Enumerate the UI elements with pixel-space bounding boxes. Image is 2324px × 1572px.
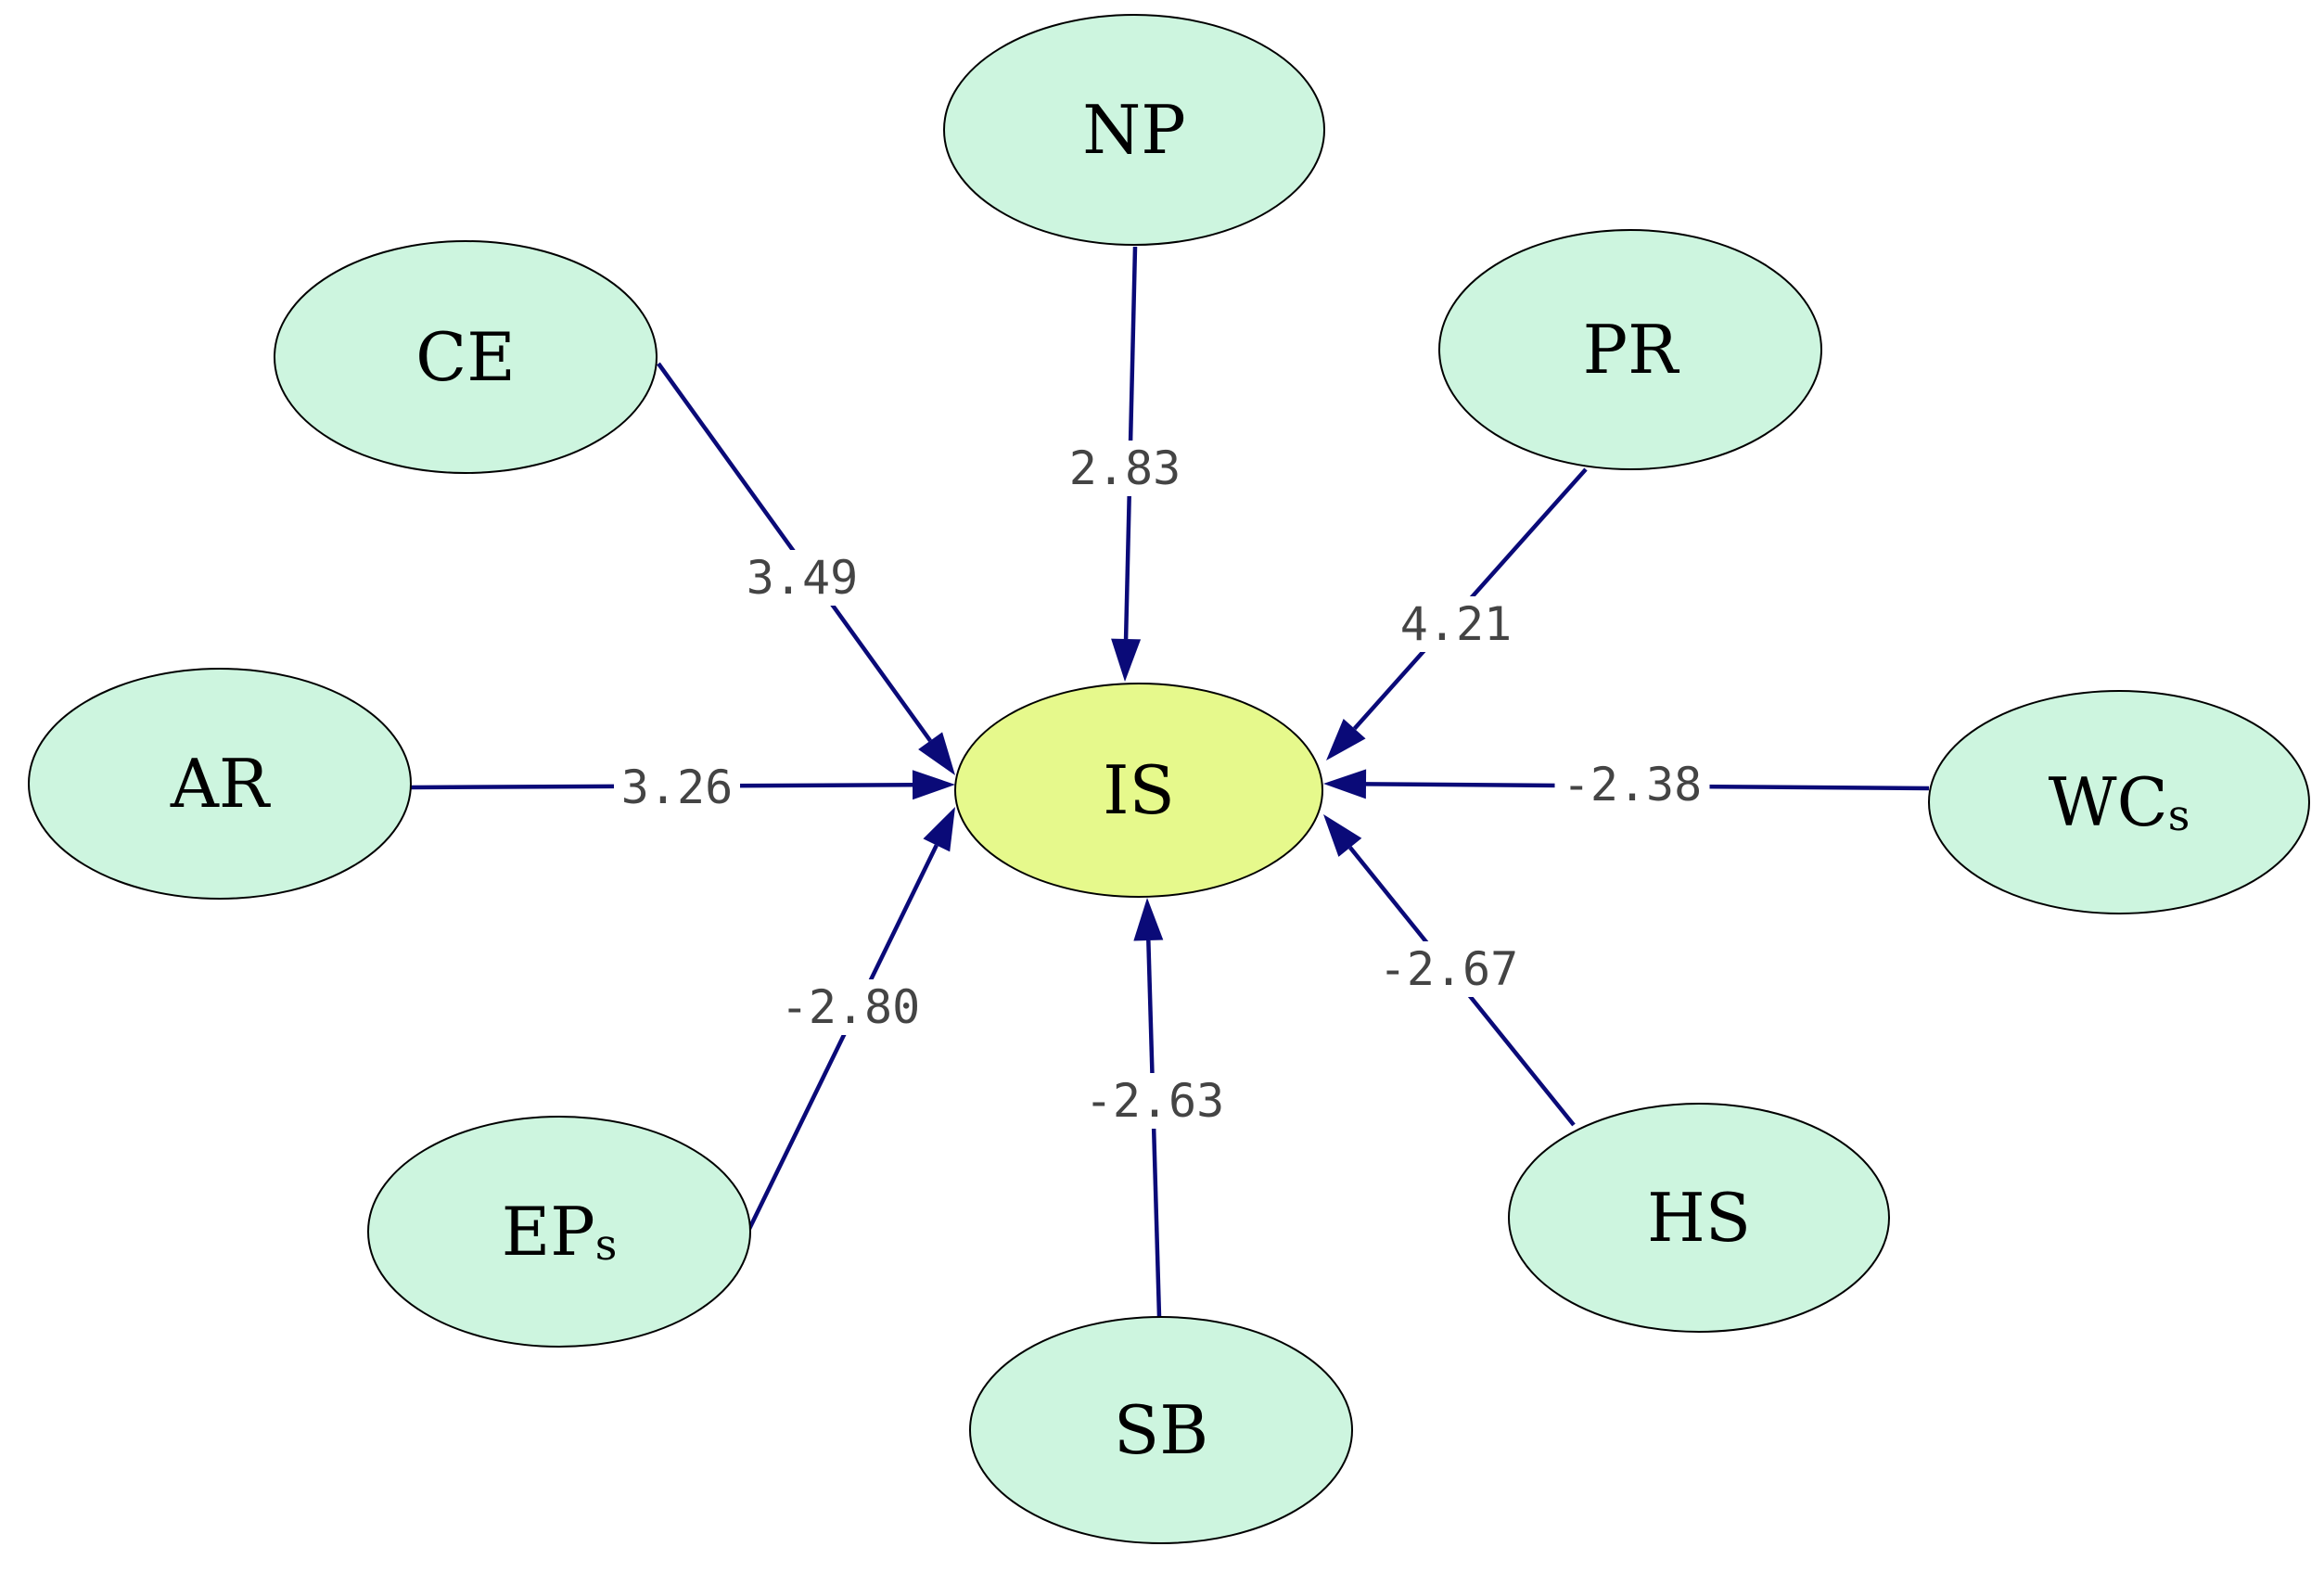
edge-weight-label: -2.80 [781,980,921,1034]
node-label: EPs [502,1193,618,1271]
node-label: HS [1647,1179,1751,1257]
arrowhead [1323,814,1362,857]
edge-weight-label: -2.38 [1563,758,1703,812]
edge-weight-label: 4.21 [1400,597,1512,651]
edge-wcs-to-is: -2.38 [1323,757,1930,812]
node-ellipse [367,1116,751,1348]
edge-pr-to-is: 4.21 [1326,467,1588,760]
node-label-main: HS [1647,1179,1751,1257]
node-ellipse [943,14,1325,246]
edge-hs-to-is: -2.67 [1323,814,1576,1127]
node-label-main: AR [170,745,271,823]
node-label-subscript: s [595,1220,618,1270]
edge-label-background [1393,596,1519,652]
arrowhead [1323,769,1367,799]
node-label-main: IS [1103,751,1175,829]
edges-layer: 2.83 3.49 4.21 3.26 -2.38 -2.80 -2.63 -2.67 [410,246,1930,1318]
node-label-main: CE [415,318,516,396]
node-ellipse [1928,690,2310,914]
node-label-subscript: s [2168,790,2190,840]
edge-label-background [1554,757,1710,812]
edge-weight-label: -2.63 [1085,1074,1225,1128]
node-eps: EPs [367,1116,751,1348]
node-ellipse [274,240,658,474]
node-wcs: WCs [1928,690,2310,914]
node-label: PR [1583,311,1679,389]
node-ellipse [969,1316,1353,1544]
node-pr: PR [1438,229,1822,470]
node-ar: AR [28,668,412,900]
arrowhead [1133,898,1164,941]
node-label: WCs [2049,763,2190,841]
edge-label-background [1077,1073,1232,1129]
edge-sb-to-is: -2.63 [1077,898,1232,1318]
node-label: AR [170,745,271,823]
edge-label-background [1062,441,1188,496]
node-ellipse [28,668,412,900]
edge-weight-label: -2.67 [1379,942,1519,996]
arrowhead [918,732,955,775]
edge-label-background [773,979,928,1035]
node-label-main: PR [1583,311,1679,389]
edge-eps-to-is: -2.80 [747,807,955,1230]
arrowhead [923,807,955,852]
edge-np-to-is: 2.83 [1062,246,1188,682]
node-label: SB [1114,1391,1208,1469]
center-node-is: IS [954,683,1323,898]
edge-weight-label: 3.49 [747,551,858,605]
edge-ar-to-is: 3.26 [410,760,955,815]
node-label-main: EP [502,1193,595,1271]
arrowhead [1111,638,1142,682]
node-label: NP [1082,91,1185,169]
node-ellipse [954,683,1323,898]
edge-line [747,844,939,1230]
node-label-main: NP [1082,91,1185,169]
node-hs: HS [1508,1103,1890,1333]
arrowhead [1326,719,1366,760]
node-label: CE [415,318,516,396]
node-label-main: SB [1114,1391,1208,1469]
node-np: NP [943,14,1325,246]
edge-label-background [614,760,740,815]
node-sb: SB [969,1316,1353,1544]
edge-label-background [1371,941,1526,997]
node-ellipse [1438,229,1822,470]
node-ellipse [1508,1103,1890,1333]
node-label-main: WC [2049,763,2168,841]
arrowhead [912,770,955,800]
edge-ce-to-is: 3.49 [657,362,955,775]
node-label: IS [1103,751,1175,829]
edge-weight-label: 2.83 [1069,441,1181,495]
edge-weight-label: 3.26 [621,760,733,814]
edge-label-background [739,550,865,606]
node-ce: CE [274,240,658,474]
